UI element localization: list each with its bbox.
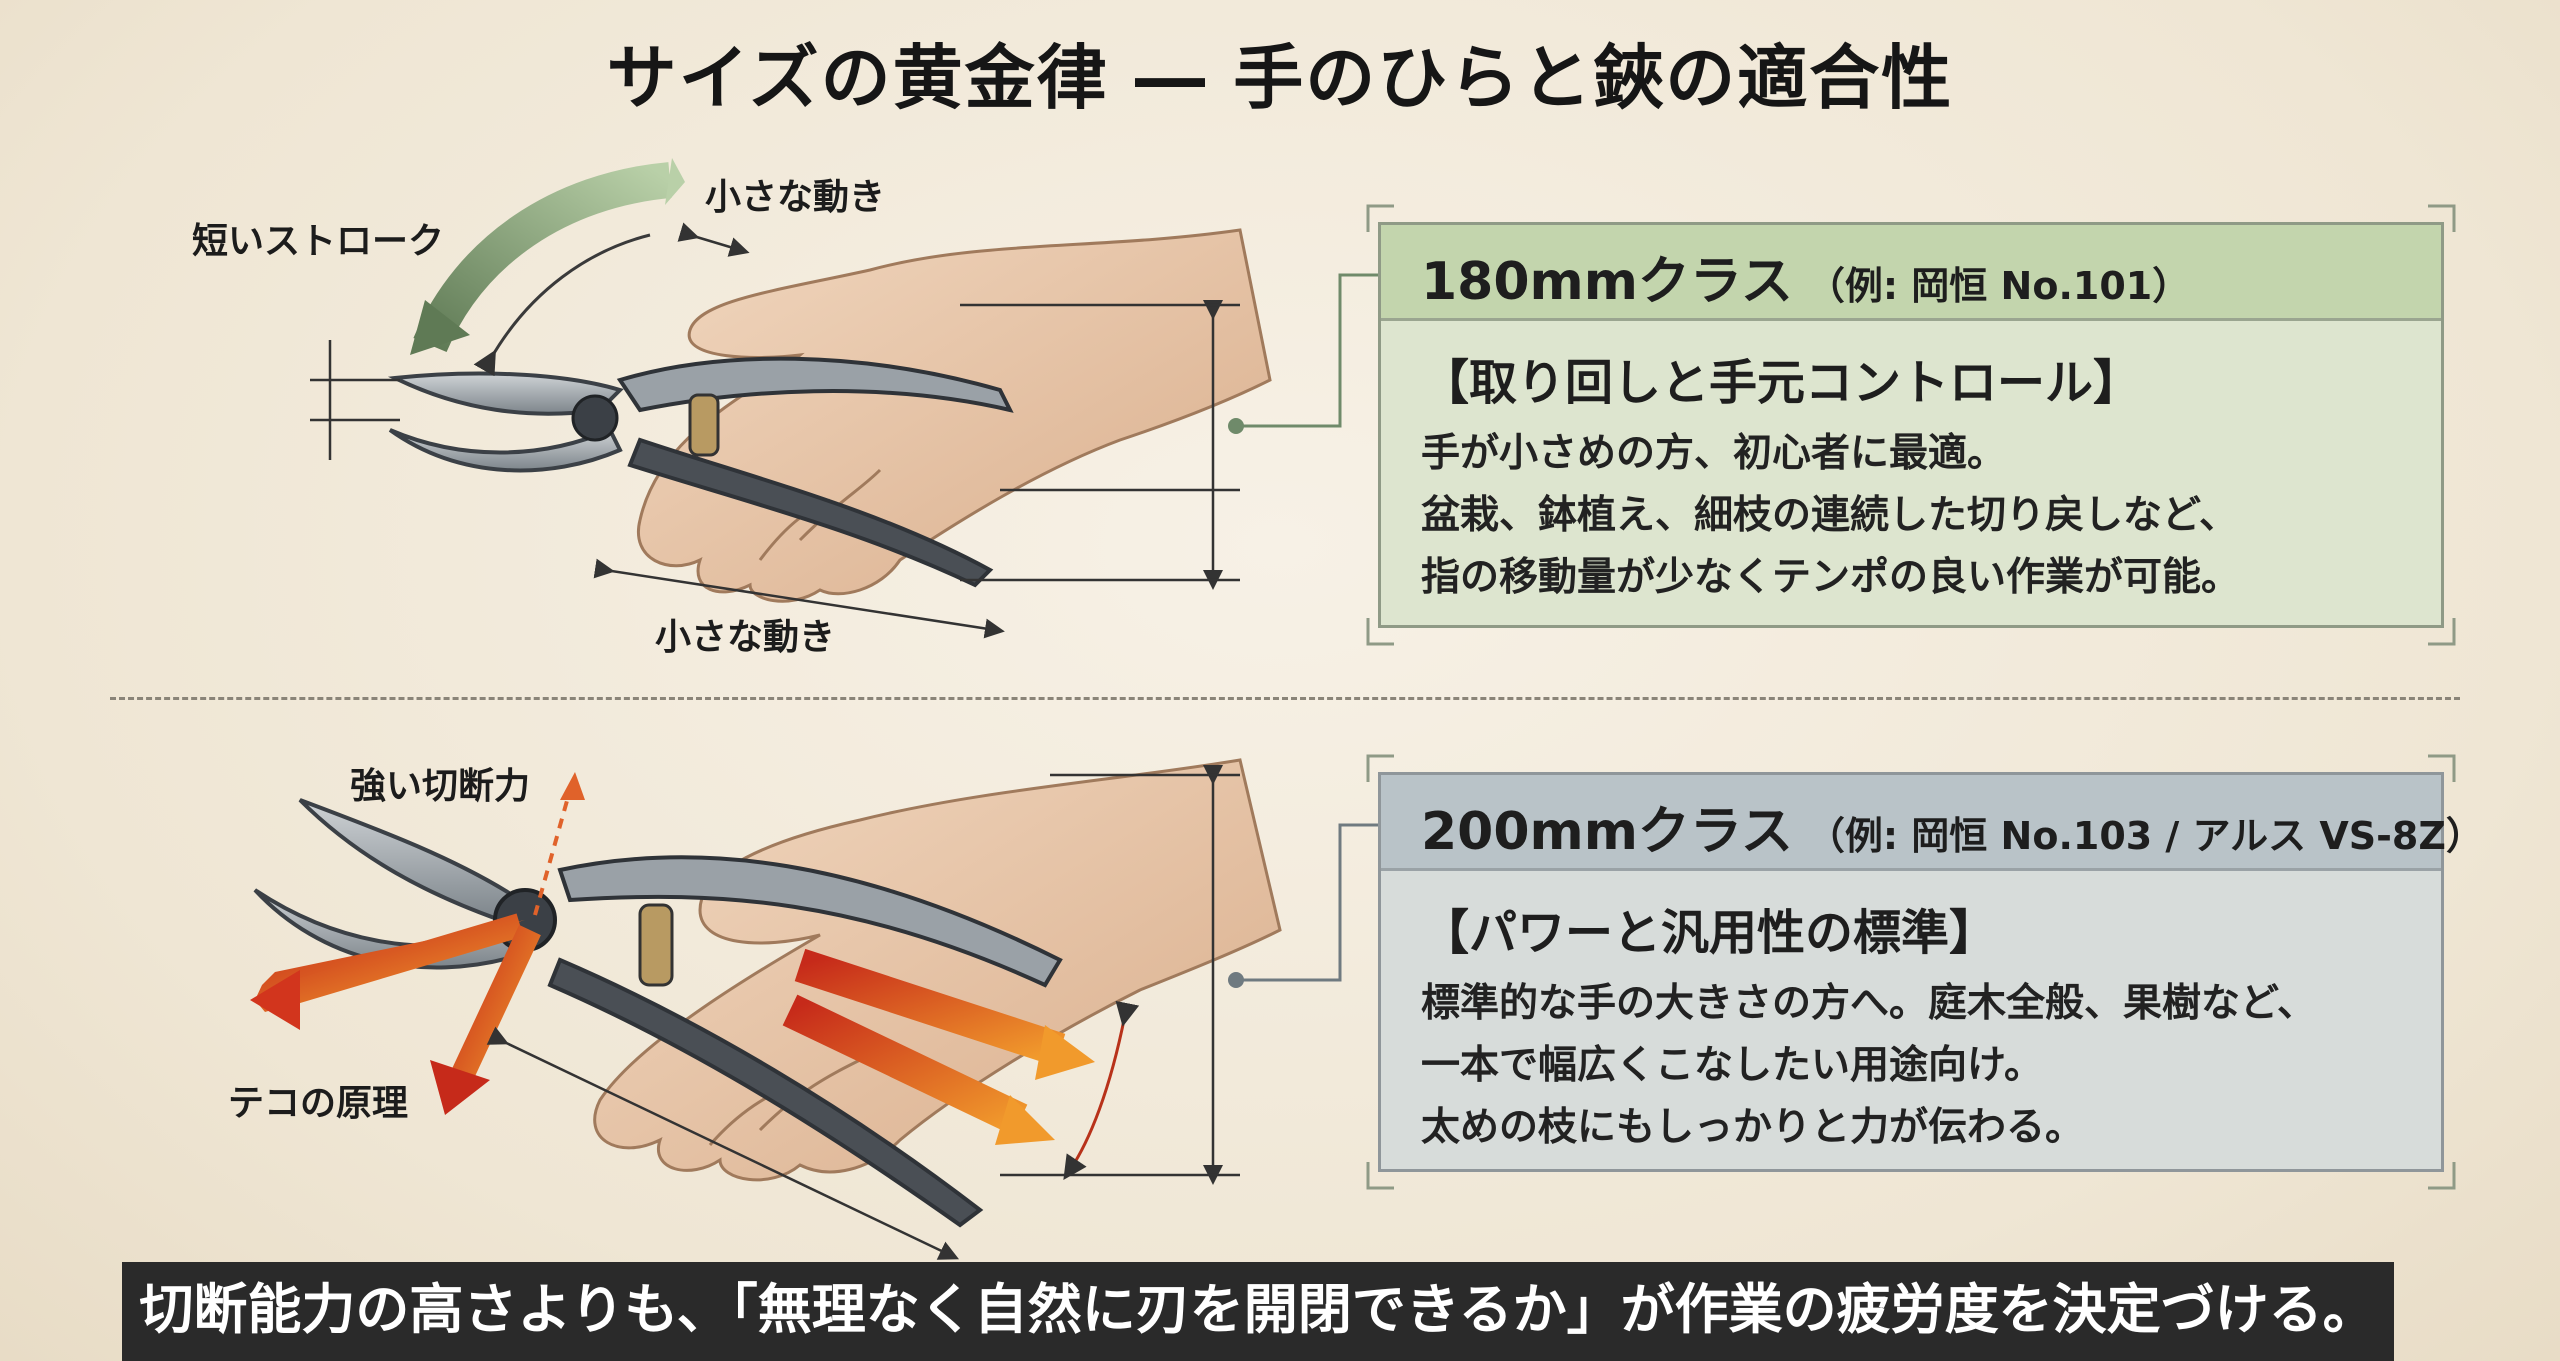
panel-180mm-line: 指の移動量が少なくテンポの良い作業が可能。 [1421,555,2241,600]
bottom-dimension-lines [486,765,1240,1260]
panel-200mm-example: （例: 岡恒 No.103 / アルス VS-8Z） [1806,814,2484,858]
panel-200mm-line: 一本で幅広くこなしたい用途向け。 [1421,1043,2044,1088]
lever-force-arrows [250,772,1140,1180]
section-divider [110,697,2460,700]
bottom-hand-illustration [593,758,1282,1182]
label-small-motion-top: 小さな動き [705,177,886,218]
panel-180mm: 180mmクラス （例: 岡恒 No.101） 【取り回しと手元コントロール】 手… [1378,222,2444,628]
conclusion-banner: 切断能力の高さよりも、「無理なく自然に刃を開閉できるか」が作業の疲労度を決定づけ… [122,1262,2394,1361]
panel-180mm-title: 180mmクラス [1421,252,1793,312]
panel-180mm-header: 180mmクラス （例: 岡恒 No.101） [1381,225,2441,321]
panel-180mm-line: 手が小さめの方、初心者に最適。 [1421,431,2007,476]
panel-200mm-header: 200mmクラス （例: 岡恒 No.103 / アルス VS-8Z） [1381,775,2484,871]
panel-180mm-example: （例: 岡恒 No.101） [1806,264,2191,308]
page-title: サイズの黄金律 ― 手のひらと鋏の適合性 [606,37,1954,119]
panel-200mm-line: 標準的な手の大きさの方へ。庭木全般、果樹など、 [1421,981,2317,1026]
panel-180mm-subtitle: 【取り回しと手元コントロール】 [1421,355,2142,411]
panel-200mm-title: 200mmクラス [1421,802,1793,862]
label-lever-principle: テコの原理 [228,1083,409,1124]
stroke-arc-arrow [410,158,685,377]
label-strong-cutting-force: 強い切断力 [350,766,531,807]
label-small-motion-bottom: 小さな動き [655,617,836,658]
top-pruner-illustration [387,356,1014,588]
top-connector [1228,273,1378,434]
top-dimension-lines [310,222,1240,639]
bottom-connector [1228,823,1378,988]
panel-200mm-subtitle: 【パワーと汎用性の標準】 [1421,905,1998,961]
panel-200mm-line: 太めの枝にもしっかりと力が伝わる。 [1421,1105,2085,1150]
panel-200mm: 200mmクラス （例: 岡恒 No.103 / アルス VS-8Z） 【パワーと… [1378,772,2484,1172]
top-hand-illustration [636,228,1272,603]
label-short-stroke: 短いストローク [192,221,445,262]
panel-corner-marks [1366,204,2456,1190]
panel-180mm-line: 盆栽、鉢植え、細枝の連続した切り戻しなど、 [1421,493,2239,538]
